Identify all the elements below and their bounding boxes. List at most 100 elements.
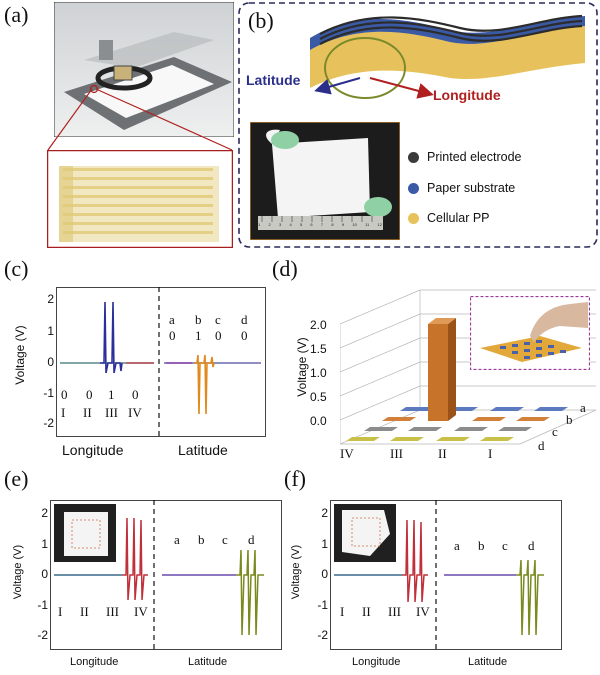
panel-label-a: (a) xyxy=(4,2,29,27)
legend-printed-electrode: Printed electrode xyxy=(408,150,522,164)
panel-c-long-states: 0 0 1 0 I II III IV xyxy=(56,387,156,427)
panel-c-xlabel-latitude: Latitude xyxy=(178,442,228,458)
long-state: 1 xyxy=(108,387,115,402)
x-category: III xyxy=(390,446,403,461)
printed-electrode-dot-icon xyxy=(408,151,419,163)
ruler-numbers: 1 2 3 4 5 6 7 8 9 10 11 12 xyxy=(258,222,382,227)
legend-paper-substrate: Paper substrate xyxy=(408,181,515,195)
floor-tiles xyxy=(346,407,568,441)
ytick: -2 xyxy=(43,416,54,430)
x-category: II xyxy=(438,446,447,461)
panel-e-xlabel-longitude: Longitude xyxy=(70,656,119,668)
panel-f-xlabel-latitude: Latitude xyxy=(468,656,508,668)
trace-latitude-b xyxy=(194,354,215,415)
panel-label-f: (f) xyxy=(284,466,306,491)
ruler-number: 9 xyxy=(341,222,345,227)
panel-c-ytick-labels: 2 1 0 -1 -2 xyxy=(36,292,58,442)
panel-e-ylabel: Voltage (V) xyxy=(12,544,24,600)
ytick: 0 xyxy=(47,355,54,369)
panel-c-ylabel: Voltage (V) xyxy=(13,325,27,385)
panel-f-lat-names: a b c d xyxy=(454,538,564,558)
x-category: IV xyxy=(340,446,354,461)
long-state: 0 xyxy=(61,387,68,402)
trace-longitude-IV xyxy=(122,517,148,601)
panel-e-xlabel-latitude: Latitude xyxy=(188,656,228,668)
panel-a-zoom-lines xyxy=(47,88,233,151)
panel-b-frame xyxy=(238,2,598,248)
long-name: IV xyxy=(128,405,142,420)
x-category: I xyxy=(488,446,493,461)
z-category: c xyxy=(552,424,558,439)
trace-latitude-d xyxy=(516,559,544,636)
ytick: -1 xyxy=(317,598,328,612)
lat-state: 0 xyxy=(241,328,248,343)
long-name: II xyxy=(80,604,89,619)
lat-name: c xyxy=(222,532,228,547)
lat-name: c xyxy=(502,538,508,553)
inset-photo-f xyxy=(334,504,396,562)
lat-name: b xyxy=(195,312,202,327)
ytick: 1 xyxy=(321,537,328,551)
ytick: 2 xyxy=(321,506,328,520)
longitude-arrow-label: Longitude xyxy=(433,87,501,103)
trace-latitude-d xyxy=(236,549,264,636)
lat-name: d xyxy=(241,312,248,327)
bar-II-b xyxy=(428,318,456,421)
trace-longitude-IV xyxy=(402,519,428,603)
legend-cellular-pp: Cellular PP xyxy=(408,211,490,225)
long-name: III xyxy=(105,405,118,420)
lat-state: 0 xyxy=(169,328,176,343)
panel-c-plot xyxy=(56,287,266,437)
ytick: -1 xyxy=(43,386,54,400)
ytick: -2 xyxy=(317,628,328,642)
long-name: IV xyxy=(134,604,148,619)
z-category: a xyxy=(580,400,586,415)
panel-label-b: (b) xyxy=(248,8,274,33)
ytick: 1.0 xyxy=(310,366,327,380)
ruler-number: 7 xyxy=(320,222,324,227)
panel-d-ylabel: Voltage (V) xyxy=(295,337,309,397)
ytick: 2 xyxy=(47,292,54,306)
paper-substrate-dot-icon xyxy=(408,182,419,194)
lat-name: d xyxy=(528,538,535,553)
ytick: 0.5 xyxy=(310,390,327,404)
inset-photo-e xyxy=(54,504,116,562)
ytick: 0 xyxy=(321,567,328,581)
ytick: 1 xyxy=(41,537,48,551)
trace-longitude-III xyxy=(100,301,123,374)
panel-label-c: (c) xyxy=(4,256,29,281)
panel-c-lat-labels: a b c d 0 1 0 0 xyxy=(165,312,265,352)
panel-f-xlabel-longitude: Longitude xyxy=(352,656,401,668)
long-name: I xyxy=(61,405,66,420)
z-category: d xyxy=(538,438,545,453)
ruler-number: 10 xyxy=(352,222,357,227)
panel-d-inset-keyboard-photo xyxy=(470,296,590,370)
ytick: 1.5 xyxy=(310,342,327,356)
long-name: I xyxy=(58,604,63,619)
panel-b-layered-film xyxy=(310,14,585,99)
long-state: 0 xyxy=(86,387,93,402)
ruler-number: 5 xyxy=(299,222,303,227)
z-category: b xyxy=(566,412,573,427)
lat-state: 0 xyxy=(215,328,222,343)
legend-label: Cellular PP xyxy=(427,211,490,225)
panel-d-x-categories: IV III II I xyxy=(340,446,540,466)
cellular-pp-dot-icon xyxy=(408,212,419,224)
lat-name: c xyxy=(215,312,221,327)
lat-name: b xyxy=(478,538,485,553)
ruler-number: 3 xyxy=(278,222,282,227)
ruler-number: 12 xyxy=(377,222,382,227)
panel-b-paper-photo xyxy=(250,122,400,240)
panel-d-ytick-labels: 2.0 1.5 1.0 0.5 0.0 xyxy=(310,318,340,438)
ruler-number: 8 xyxy=(331,222,334,227)
lat-name: a xyxy=(169,312,175,327)
ruler-number: 1 xyxy=(258,222,261,227)
ytick: 2.0 xyxy=(310,318,327,332)
ytick: -1 xyxy=(37,598,48,612)
panel-e-ytick-labels: 2 1 0 -1 -2 xyxy=(30,506,52,656)
lat-name: b xyxy=(198,532,205,547)
long-name: III xyxy=(388,604,401,619)
ytick: 2 xyxy=(41,506,48,520)
panel-f-long-names: I II III IV xyxy=(340,604,450,624)
long-name: III xyxy=(106,604,119,619)
